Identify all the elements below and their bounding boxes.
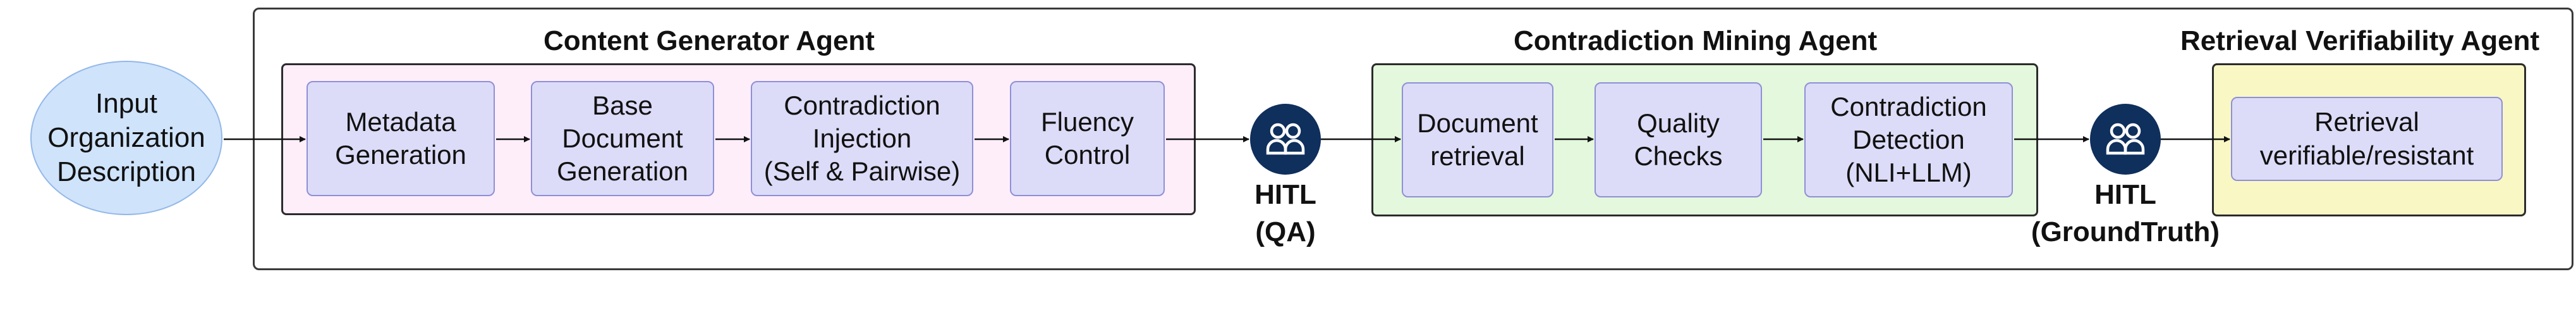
step-contradiction-injection: Contradiction Injection (Self & Pairwise… bbox=[751, 81, 973, 196]
people-icon bbox=[2106, 123, 2145, 155]
hitl-qa-label: HITL (QA) bbox=[1255, 179, 1316, 248]
step-metadata-generation: Metadata Generation bbox=[307, 81, 495, 196]
step-document-retrieval: Document retrieval bbox=[1402, 82, 1553, 197]
step-contradiction-detection: Contradiction Detection (NLI+LLM) bbox=[1804, 82, 2013, 197]
step-retrieval-verifiable-resistant: Retrieval verifiable/resistant bbox=[2231, 97, 2503, 181]
content-generator-title: Content Generator Agent bbox=[544, 25, 875, 56]
input-organization-description: Input Organization Description bbox=[30, 61, 222, 215]
hitl-groundtruth-label: HITL (GroundTruth) bbox=[2031, 179, 2220, 248]
retrieval-verifiability-title: Retrieval Verifiability Agent bbox=[2180, 25, 2540, 56]
contradiction-mining-title: Contradiction Mining Agent bbox=[1514, 25, 1878, 56]
hitl-qa-people-icon bbox=[1250, 104, 1321, 175]
step-quality-checks: Quality Checks bbox=[1595, 82, 1762, 197]
step-base-document-generation: Base Document Generation bbox=[531, 81, 714, 196]
step-fluency-control: Fluency Control bbox=[1010, 81, 1165, 196]
people-icon bbox=[1266, 123, 1305, 155]
hitl-groundtruth-people-icon bbox=[2090, 104, 2161, 175]
